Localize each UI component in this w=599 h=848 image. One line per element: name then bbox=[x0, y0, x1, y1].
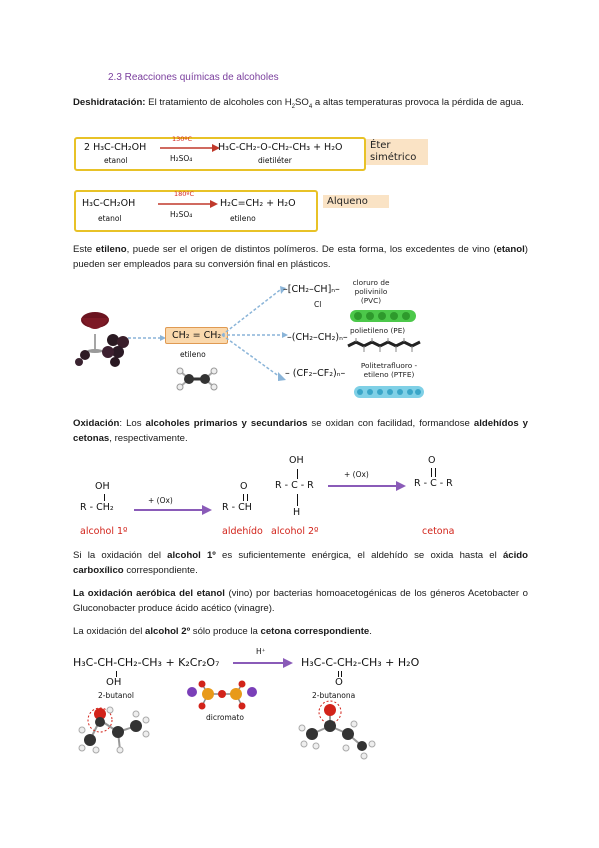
ethylene-monomer: CH₂ = CH₂ bbox=[165, 327, 229, 344]
oxidation-paragraph: Oxidación: Los alcoholes primarios y sec… bbox=[73, 418, 528, 444]
rx3-product-name: 2-butanona bbox=[312, 691, 356, 700]
butanone-molecule-image bbox=[298, 700, 376, 760]
wine-glass-grapes-image bbox=[75, 312, 129, 367]
dashed-arrow-1 bbox=[128, 335, 166, 341]
rx1-temp: 130ºC bbox=[172, 135, 193, 143]
ox-o-1: O bbox=[240, 481, 248, 492]
rx3-bond bbox=[116, 671, 117, 677]
dehydration-paragraph: Deshidratación: El tratamiento de alcoho… bbox=[73, 97, 524, 110]
pvc-chain-image bbox=[350, 310, 416, 322]
rx2-product: H₂C=CH₂ + H₂O bbox=[220, 198, 296, 209]
rx3-catalyst: H⁺ bbox=[256, 647, 266, 656]
ox-r-c-r-2: R - C - R bbox=[414, 478, 453, 489]
ethylene-molecule-image bbox=[176, 367, 218, 391]
rx3-o: O bbox=[335, 677, 343, 688]
ox-bond-2 bbox=[297, 469, 298, 479]
ox-alcohol2-label: alcohol 2º bbox=[271, 526, 319, 537]
ptfe-chain-image bbox=[354, 386, 424, 398]
branch-arrows bbox=[221, 286, 288, 381]
section-title: 2.3 Reacciones químicas de alcoholes bbox=[108, 72, 279, 83]
ox-oh-1: OH bbox=[95, 481, 110, 492]
ptfe-formula: – (CF₂–CF₂)ₙ– bbox=[285, 368, 346, 379]
ox-r-c-r: R - C - R bbox=[275, 480, 314, 491]
rx1-product-name: dietiléter bbox=[258, 156, 292, 165]
rx3-oh: OH bbox=[106, 677, 122, 688]
ox-double-bond-1 bbox=[243, 494, 248, 501]
aerobic-paragraph: La oxidación aeróbica del etanol (vino) … bbox=[73, 588, 528, 614]
pvc-formula: –[CH₂–CH]ₙ– bbox=[283, 284, 340, 295]
dichromate-name: dicromato bbox=[206, 713, 244, 722]
rx2-reactant-name: etanol bbox=[98, 214, 122, 223]
ox-h: H bbox=[293, 507, 301, 518]
ox-bond-1 bbox=[104, 494, 105, 501]
ox-oh-2: OH bbox=[289, 455, 304, 466]
ox-alcohol1-label: alcohol 1º bbox=[80, 526, 128, 537]
dichromate-image bbox=[187, 680, 257, 710]
pe-formula: –(CH₂–CH₂)ₙ– bbox=[287, 332, 348, 343]
alkene-label: Alqueno bbox=[323, 195, 389, 208]
pe-name: polietileno (PE) bbox=[350, 326, 406, 335]
rx1-product: H₃C-CH₂-O-CH₂-CH₃ + H₂O bbox=[218, 142, 343, 153]
ox-r-ch2: R - CH₂ bbox=[80, 502, 114, 513]
rx1-reactant: 2 H₃C-CH₂OH bbox=[84, 142, 147, 153]
ox-o-2: O bbox=[428, 455, 436, 466]
reaction-2-box bbox=[74, 190, 318, 232]
rx1-reactant-name: etanol bbox=[104, 156, 128, 165]
ox-double-bond-2 bbox=[431, 468, 436, 477]
rx2-reactant: H₃C-CH₂OH bbox=[82, 198, 136, 209]
ox-aldehyde-label: aldehído bbox=[222, 526, 263, 537]
ox-oxidant-2: + (Ox) bbox=[344, 470, 369, 479]
ox-r-ch: R - CH bbox=[222, 502, 252, 513]
rx1-catalyst: H₂SO₄ bbox=[170, 154, 193, 163]
rx2-product-name: etileno bbox=[230, 214, 256, 223]
rx2-arrow bbox=[158, 200, 218, 208]
rx1-arrow bbox=[160, 144, 220, 152]
pe-chain-image bbox=[347, 338, 421, 352]
ethylene-paragraph: Este etileno, puede ser el origen de dis… bbox=[73, 244, 528, 270]
rx3-arrow bbox=[233, 658, 293, 668]
ox-arrow-2 bbox=[328, 481, 406, 491]
ox-ketone-label: cetona bbox=[422, 526, 455, 537]
ox-oxidant-1: + (Ox) bbox=[148, 496, 173, 505]
ptfe-name: Politetrafluoro -etileno (PTFE) bbox=[360, 361, 418, 379]
butanol-molecule-image bbox=[78, 706, 150, 754]
ox-bond-3 bbox=[297, 494, 298, 506]
rx3-reactant: H₃C-CH-CH₂-CH₃ + K₂Cr₂O₇ bbox=[73, 656, 220, 669]
carboxylic-paragraph: Si la oxidación del alcohol 1º es sufici… bbox=[73, 550, 529, 576]
rx3-product: H₃C-C-CH₂-CH₃ + H₂O bbox=[301, 656, 420, 669]
pvc-cl: Cl bbox=[314, 300, 322, 309]
rx2-temp: 180ºC bbox=[174, 190, 195, 198]
rx3-reactant-name: 2-butanol bbox=[98, 691, 134, 700]
ethylene-name: etileno bbox=[180, 350, 206, 359]
rx3-double-bond bbox=[338, 671, 342, 677]
rx2-catalyst: H₂SO₄ bbox=[170, 210, 193, 219]
reaction-1-box bbox=[74, 137, 366, 171]
ox-arrow-1 bbox=[134, 505, 212, 515]
secondary-alcohol-paragraph: La oxidación del alcohol 2º sólo produce… bbox=[73, 626, 372, 637]
